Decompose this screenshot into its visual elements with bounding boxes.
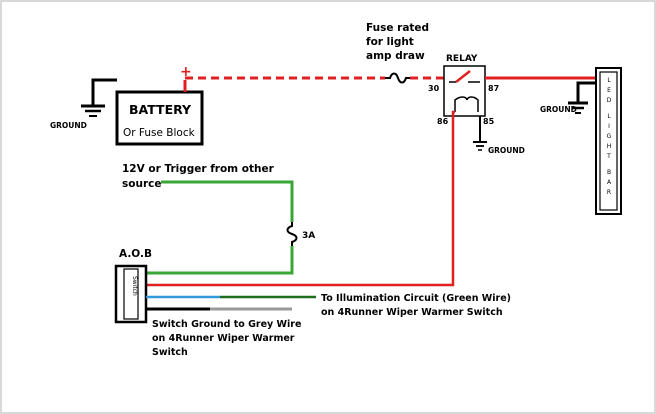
aob-title: A.O.B: [119, 248, 152, 260]
light-bar-letter: I: [608, 123, 610, 130]
light-bar-letter: R: [607, 189, 611, 196]
relay-contact-arm: [455, 70, 471, 83]
relay-pin-85: 85: [483, 117, 495, 126]
battery-ground-label: GROUND: [50, 121, 87, 130]
aob-switch: Switch: [114, 264, 148, 324]
relay-ground-label: GROUND: [488, 146, 525, 155]
trigger-wire-lower: [145, 246, 294, 275]
trigger-note-line-2: source: [122, 178, 161, 190]
fuse-note-line-2: for light: [366, 36, 414, 48]
light-bar-letter: A: [607, 179, 612, 186]
light-bar-letter: H: [607, 143, 612, 150]
fuse-note-line-3: amp draw: [366, 50, 425, 62]
battery: BATTERY Or Fuse Block +: [115, 64, 204, 146]
light-bar-letter: B: [607, 169, 611, 176]
trigger-note-line-1: 12V or Trigger from other: [122, 163, 275, 175]
led-light-bar: L E D L I G H T B A R: [595, 67, 622, 215]
battery-positive-sign: +: [180, 64, 192, 80]
fuse-3a-icon: [286, 222, 298, 246]
illumination-note-line-1: To Illumination Circuit (Green Wire): [321, 293, 511, 304]
fuse-note-line-1: Fuse rated: [366, 22, 429, 34]
battery-subtitle: Or Fuse Block: [123, 127, 196, 139]
switch-ground-note-line-2: on 4Runner Wiper Warmer: [152, 333, 295, 344]
battery-title: BATTERY: [129, 102, 192, 117]
light-bar-letter: G: [607, 133, 612, 140]
light-bar-letter: D: [607, 97, 612, 104]
relay-title: RELAY: [446, 54, 478, 64]
aob-switch-text: Switch: [131, 276, 138, 296]
lightbar-ground-symbol: [568, 81, 596, 114]
light-bar-inner: [599, 71, 618, 211]
trigger-wire-upper: [161, 180, 294, 222]
light-bar-letter: T: [606, 153, 611, 160]
switch-ground-note-line-3: Switch: [152, 347, 188, 358]
relay-86-to-switch-wire: [145, 110, 455, 287]
relay-box: [443, 65, 486, 117]
light-bar-letter: E: [607, 87, 611, 94]
battery-box: [115, 90, 204, 146]
switch-ground-note-line-1: Switch Ground to Grey Wire: [152, 319, 301, 330]
aob-switch-inner: [123, 268, 139, 320]
inline-fuse-icon: [385, 72, 410, 84]
relay: RELAY 30 87 86 85: [428, 54, 499, 126]
light-bar-letter: L: [607, 77, 611, 84]
relay-pin-87: 87: [488, 84, 499, 93]
battery-ground-symbol: [81, 78, 117, 117]
fuse-3a-label: 3A: [302, 231, 315, 241]
light-bar-letter: L: [607, 113, 611, 120]
relay-coil-icon: [454, 96, 479, 112]
lightbar-ground-label: GROUND: [540, 105, 577, 114]
illumination-note-line-2: on 4Runner Wiper Warmer Switch: [321, 307, 503, 318]
relay-pin-30: 30: [428, 84, 440, 93]
relay-pin-86: 86: [437, 117, 449, 126]
relay-ground-symbol: [473, 116, 487, 151]
